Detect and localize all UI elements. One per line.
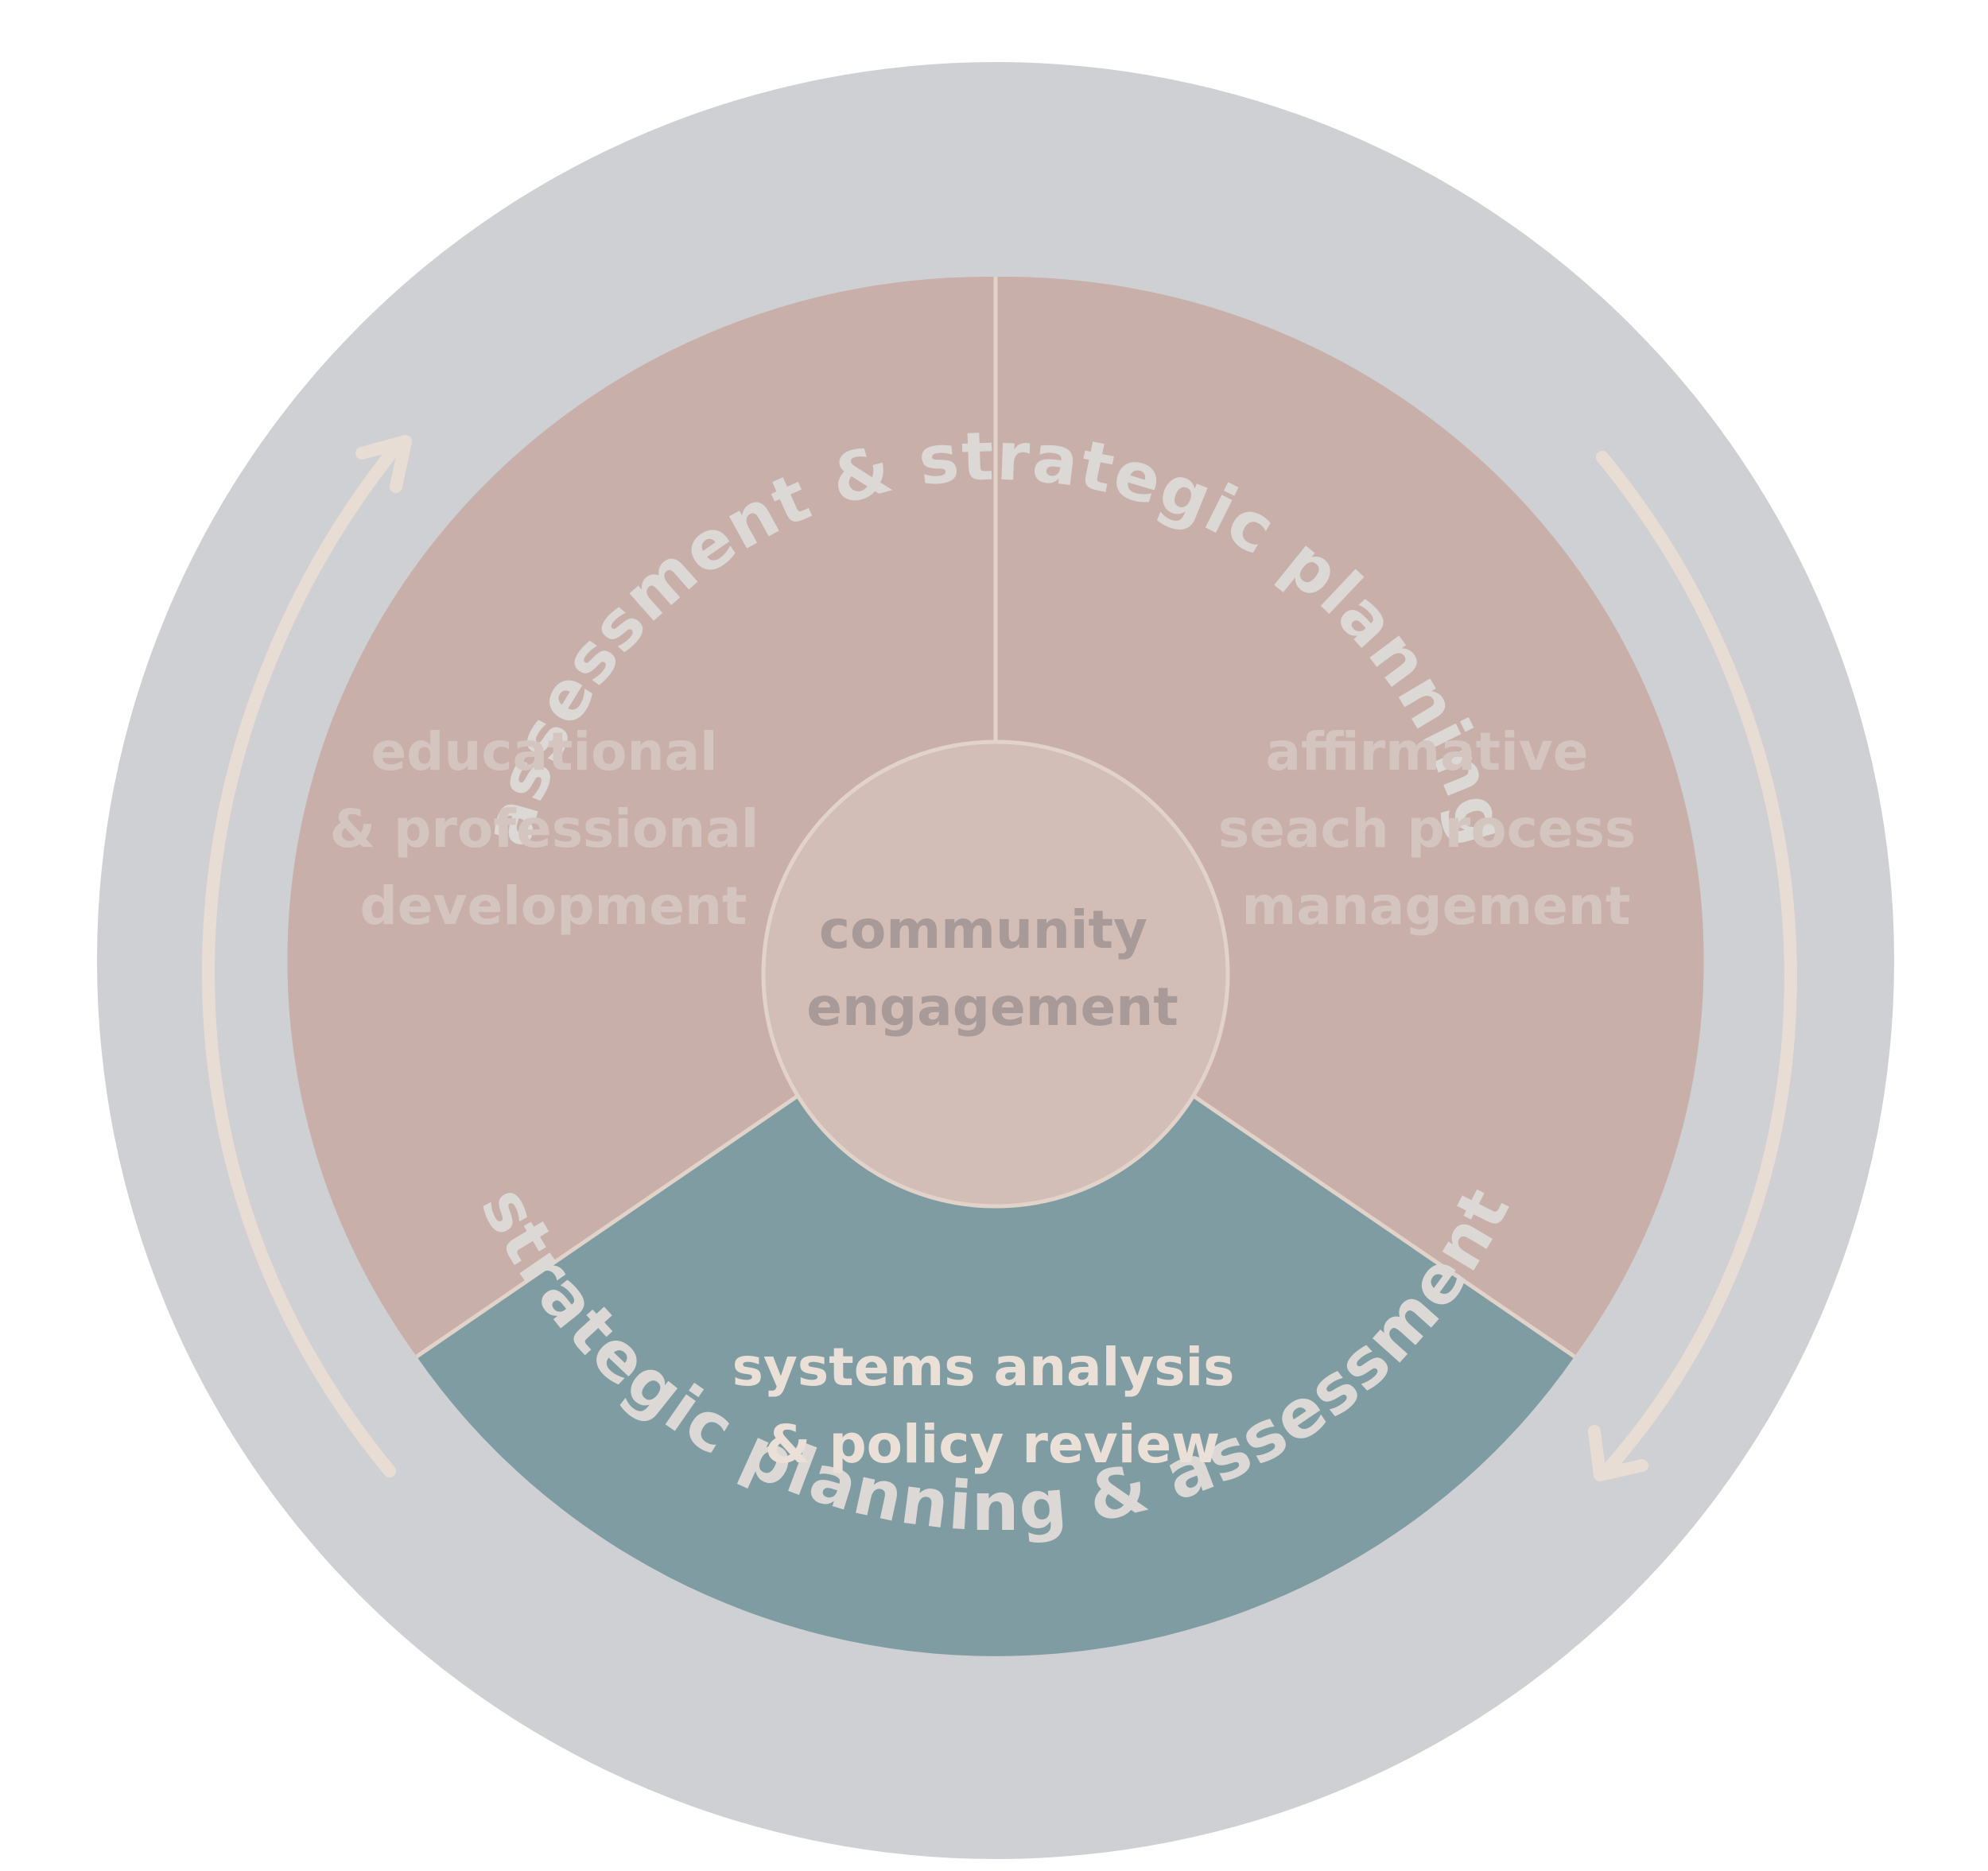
segment-educational-development [287,276,996,1357]
segment-right-line2: seach process [1218,798,1636,860]
center-label: community engagement [806,899,1178,1038]
segment-left-line3: development [359,875,747,937]
center-circle [761,739,1230,1209]
segment-left-line2: & professional [330,798,759,860]
segment-bottom-line1: systems analysis [732,1337,1235,1398]
segment-search-process-management [996,276,1704,1357]
segment-left-label: educational & professional development [330,721,778,937]
segment-right-line3: management [1242,875,1631,937]
segment-bottom-line2: & policy review [765,1414,1220,1475]
segment-left-line1: educational [371,721,717,782]
center-line2: engagement [806,976,1178,1038]
segment-right-label: affirmative seach process management [1218,721,1654,937]
segment-bottom-label: systems analysis & policy review [732,1337,1253,1475]
segment-right-line1: affirmative [1266,721,1589,782]
arrow-up-right-icon [202,435,412,1477]
segment-systems-analysis [417,961,1574,1656]
center-line1: community [819,899,1147,961]
arrow-down-left-icon [1588,451,1797,1481]
